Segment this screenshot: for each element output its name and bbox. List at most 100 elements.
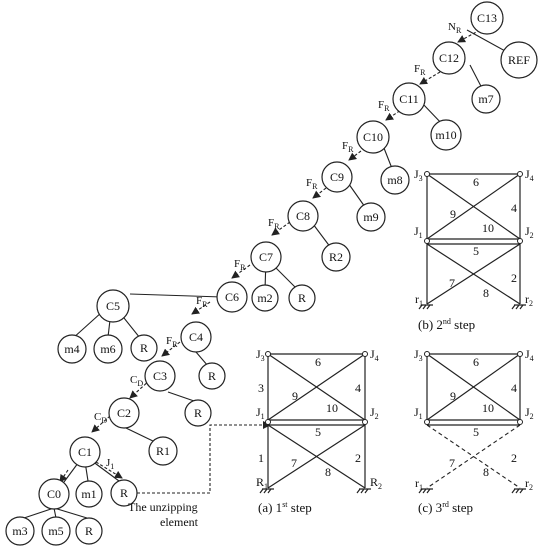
tree-node-c13[interactable]: C13 — [470, 1, 504, 35]
svg-text:5: 5 — [473, 425, 479, 439]
tree-node-r-c1[interactable]: R — [110, 479, 138, 507]
svg-text:10: 10 — [482, 221, 494, 235]
svg-text:r1: r1 — [415, 292, 423, 308]
svg-text:C11: C11 — [399, 92, 419, 106]
svg-text:2: 2 — [511, 451, 517, 465]
tree-node-c12[interactable]: C12 — [432, 41, 466, 75]
tree-node-c0[interactable]: C0 — [38, 478, 70, 510]
svg-text:6: 6 — [473, 175, 479, 189]
svg-text:J3: J3 — [414, 347, 423, 363]
svg-text:10: 10 — [482, 401, 494, 415]
tree-node-c3[interactable]: C3 — [144, 360, 176, 392]
svg-text:m10: m10 — [435, 128, 456, 142]
svg-text:7: 7 — [449, 456, 455, 470]
svg-text:C6: C6 — [225, 290, 239, 304]
svg-text:R: R — [140, 341, 148, 355]
svg-text:3: 3 — [258, 381, 264, 395]
svg-text:R1: R1 — [156, 444, 170, 458]
tree-node-m5[interactable]: m5 — [41, 516, 71, 546]
svg-text:J1: J1 — [414, 405, 423, 421]
tree-node-m4[interactable]: m4 — [57, 334, 87, 364]
svg-text:2: 2 — [511, 271, 517, 285]
svg-text:r2: r2 — [525, 292, 533, 308]
svg-text:C2: C2 — [117, 406, 131, 420]
link-label-f: FR — [306, 177, 318, 191]
svg-text:C0: C0 — [47, 487, 61, 501]
tree-node-m8[interactable]: m8 — [380, 165, 410, 195]
svg-text:C3: C3 — [153, 369, 167, 383]
svg-text:2: 2 — [355, 451, 361, 465]
tree-node-c10[interactable]: C10 — [356, 120, 390, 154]
svg-text:9: 9 — [292, 389, 298, 403]
svg-text:REF: REF — [508, 53, 530, 67]
svg-text:m6: m6 — [100, 342, 115, 356]
caption-a: (a) 1st step — [258, 500, 312, 515]
tree-node-c7[interactable]: C7 — [250, 241, 282, 273]
tree-node-c11[interactable]: C11 — [392, 82, 426, 116]
tree-node-m7[interactable]: m7 — [471, 84, 501, 114]
link-label-c: CD — [94, 411, 107, 425]
tree-node-m2[interactable]: m2 — [251, 284, 279, 312]
svg-text:7: 7 — [291, 456, 297, 470]
link-label-f: FR — [378, 99, 390, 113]
caption-c: (c) 3rd step — [418, 500, 473, 515]
tree-node-m1[interactable]: m1 — [75, 480, 103, 508]
link-label-f: FR — [166, 335, 178, 349]
svg-text:r2: r2 — [525, 476, 533, 492]
frame-a: J3 J4 J1 J2 R1 R2 6 3 4 9 10 5 1 2 7 8 (… — [256, 347, 382, 515]
tree-nodes: C13 REF C12 m7 C11 m10 C10 m8 C9 m9 C8 R… — [5, 1, 538, 546]
caption-b: (b) 2nd step — [418, 317, 475, 332]
svg-text:9: 9 — [450, 389, 456, 403]
svg-text:m5: m5 — [48, 524, 63, 538]
svg-text:R: R — [208, 369, 216, 383]
svg-text:C9: C9 — [330, 170, 344, 184]
svg-text:1: 1 — [258, 451, 264, 465]
tree-node-r1[interactable]: R1 — [148, 436, 178, 466]
tree-node-r-c0[interactable]: R — [75, 517, 103, 545]
svg-text:R2: R2 — [329, 250, 343, 264]
svg-text:7: 7 — [449, 276, 455, 290]
tree-node-c4[interactable]: C4 — [180, 321, 212, 353]
tree-node-r-c5[interactable]: R — [130, 334, 158, 362]
link-label-f: FR — [234, 258, 246, 272]
svg-text:C5: C5 — [106, 299, 120, 313]
svg-text:m2: m2 — [257, 291, 272, 305]
svg-text:R2: R2 — [370, 475, 382, 491]
tree-node-c6[interactable]: C6 — [216, 281, 248, 313]
svg-text:9: 9 — [450, 207, 456, 221]
tree-node-c5[interactable]: C5 — [96, 289, 130, 323]
svg-text:10: 10 — [326, 401, 338, 415]
tree-node-c9[interactable]: C9 — [321, 161, 353, 193]
tree-node-r-c4[interactable]: R — [198, 362, 226, 390]
tree-node-r2[interactable]: R2 — [321, 242, 351, 272]
svg-text:J1: J1 — [414, 224, 423, 240]
svg-text:J1: J1 — [256, 405, 265, 421]
tree-node-r-c3[interactable]: R — [184, 399, 212, 427]
link-labels: NR FR FR FR FR FR FR FR FR CD CD J1 — [94, 21, 462, 471]
tree-node-c8[interactable]: C8 — [287, 200, 319, 232]
tree-node-m6[interactable]: m6 — [93, 334, 123, 364]
svg-text:J3: J3 — [414, 167, 423, 183]
svg-text:J4: J4 — [525, 347, 534, 363]
link-label-c: CD — [130, 374, 143, 388]
svg-text:6: 6 — [473, 355, 479, 369]
tree-node-c1[interactable]: C1 — [69, 436, 101, 468]
tree-node-m3[interactable]: m3 — [5, 516, 35, 546]
svg-text:5: 5 — [315, 425, 321, 439]
svg-text:R: R — [194, 406, 202, 420]
link-label-f: FR — [414, 63, 426, 77]
tree-node-m9[interactable]: m9 — [356, 202, 386, 232]
tree-node-r-c7[interactable]: R — [288, 284, 316, 312]
svg-text:m1: m1 — [81, 487, 96, 501]
unzipping-label-2: element — [160, 515, 199, 529]
svg-text:8: 8 — [325, 465, 331, 479]
svg-text:6: 6 — [315, 355, 321, 369]
svg-text:C1: C1 — [78, 445, 92, 459]
tree-node-ref[interactable]: REF — [500, 41, 538, 79]
svg-text:R: R — [298, 291, 306, 305]
tree-node-m10[interactable]: m10 — [430, 119, 462, 151]
tree-node-c2[interactable]: C2 — [108, 397, 140, 429]
svg-text:r1: r1 — [415, 476, 423, 492]
frame-b: J3 J4 J1 J2 r1 r2 6 4 9 10 5 2 7 8 (b) 2… — [414, 167, 534, 332]
link-label-f: FR — [196, 295, 208, 309]
